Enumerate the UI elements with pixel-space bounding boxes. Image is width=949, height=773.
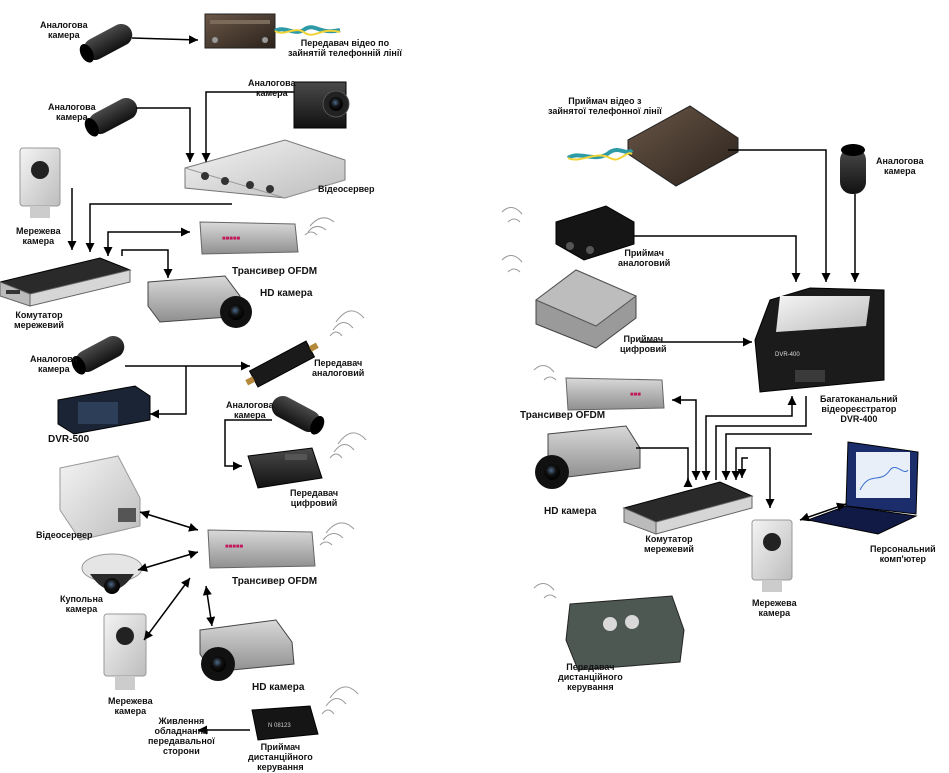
network-camera-1	[19, 147, 61, 218]
video-server-2	[59, 455, 141, 541]
label-video-server-2: Відеосервер	[36, 530, 93, 540]
ofdm-transceiver-3: ■■■	[533, 365, 665, 411]
label-analog-receiver: Приймач аналоговий	[618, 248, 671, 268]
label-dvr-400: Багатоканальний відеореєстратор DVR-400	[820, 394, 898, 424]
digital-transmitter	[247, 432, 367, 489]
video-server-1	[184, 139, 346, 199]
label-hd-camera-3: HD камера	[544, 506, 597, 517]
label-dome-camera: Купольна камера	[60, 594, 103, 614]
label-digital-transmitter: Передавач цифровий	[290, 488, 339, 508]
label-hd-camera-1: HD камера	[260, 288, 313, 299]
analog-camera-5	[271, 395, 325, 435]
label-analog-camera-5: Аналогова камера	[226, 400, 274, 420]
label-ofdm-transceiver-1: Трансивер OFDM	[232, 266, 318, 277]
hd-camera-2	[199, 619, 295, 681]
hd-camera-3	[535, 425, 641, 489]
analog-camera-2	[293, 81, 350, 129]
label-remote-transmitter: Передавач дистанційного керування	[558, 662, 623, 692]
ofdm-transceiver-1: ■■■■■	[199, 217, 335, 255]
label-analog-camera-6: Аналогова камера	[876, 156, 924, 176]
label-network-switch-1: Комутатор мережевий	[14, 310, 64, 330]
phone-line-receiver	[566, 105, 739, 187]
analog-transmitter	[245, 310, 365, 388]
svg-text:■■■: ■■■	[630, 392, 641, 398]
network-switch-2	[622, 481, 754, 535]
remote-transmitter	[533, 583, 685, 671]
label-dvr-500: DVR-500	[48, 434, 90, 445]
label-hd-camera-2: HD камера	[252, 682, 305, 693]
personal-computer	[806, 441, 919, 535]
analog-camera-4	[71, 335, 125, 375]
label-network-switch-2: Комутатор мережевий	[644, 534, 694, 554]
label-digital-receiver: Приймач цифровий	[620, 334, 667, 354]
analog-camera-3	[84, 97, 138, 137]
svg-text:■■■■■: ■■■■■	[222, 236, 240, 242]
label-ofdm-transceiver-3: Трансивер OFDM	[520, 410, 606, 421]
analog-receiver	[501, 205, 635, 261]
dvr-500	[57, 385, 151, 435]
label-analog-camera-4: Аналогова камера	[30, 354, 78, 374]
label-analog-camera-2: Аналогова камера	[248, 78, 296, 98]
analog-camera-6	[840, 144, 866, 194]
dvr-400: DVR-400	[754, 287, 885, 393]
network-camera-3	[751, 519, 793, 592]
label-phone-line-rx: Приймач відео з зайнятої телефонної ліні…	[548, 96, 662, 116]
label-analog-camera-1: Аналогова камера	[40, 20, 88, 40]
svg-text:■■■■■: ■■■■■	[225, 544, 243, 550]
label-video-server-1: Відеосервер	[318, 184, 375, 194]
label-remote-receiver: Приймач дистанційного керування	[248, 742, 313, 772]
label-phone-line-tx: Передавач відео по зайнятій телефонній л…	[288, 38, 402, 58]
label-analog-camera-3: Аналогова камера	[48, 102, 96, 122]
ofdm-transceiver-2: ■■■■■	[207, 522, 355, 569]
network-switch-1	[0, 257, 132, 307]
label-network-camera-3: Мережева камера	[752, 598, 797, 618]
label-power-supply: Живлення обладнання передавальної сторон…	[148, 716, 215, 756]
connections-right	[634, 149, 860, 522]
label-pc: Персональний комп'ютер	[870, 544, 936, 564]
dvr-400-device-text: DVR-400	[775, 352, 800, 358]
label-network-camera-1: Мережева камера	[16, 226, 61, 246]
label-network-camera-2: Мережева камера	[108, 696, 153, 716]
remote-receiver: N 08123	[251, 686, 359, 741]
remote-rx-serial: N 08123	[268, 723, 291, 729]
hd-camera-1	[147, 275, 252, 328]
dome-camera	[81, 553, 143, 594]
connections-left	[67, 35, 294, 735]
label-analog-transmitter: Передавач аналоговий	[312, 358, 365, 378]
network-camera-2	[103, 613, 147, 690]
digital-receiver	[501, 255, 637, 349]
label-ofdm-transceiver-2: Трансивер OFDM	[232, 576, 318, 587]
phone-line-transmitter	[204, 13, 341, 49]
analog-camera-1	[79, 23, 133, 63]
